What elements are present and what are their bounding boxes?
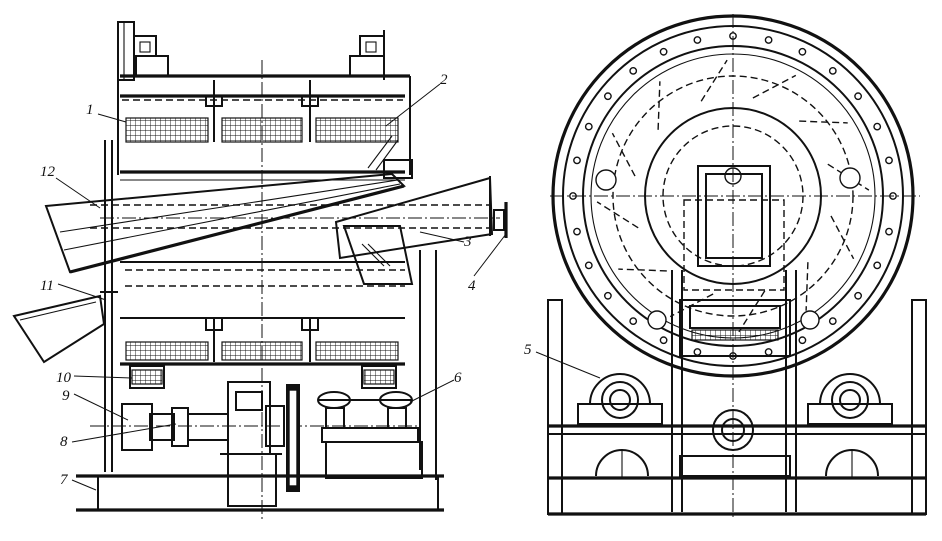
callout-8: 8 <box>60 434 68 450</box>
lifting-flight <box>830 215 855 260</box>
lifting-flight <box>611 132 636 177</box>
bolt-hole <box>584 122 593 131</box>
callout-9: 9 <box>62 388 70 404</box>
callout-leaders <box>55 83 601 491</box>
lifting-flight <box>596 201 639 229</box>
side-section-view <box>12 21 508 520</box>
callout-4: 4 <box>468 278 476 294</box>
bolt-hole <box>828 317 837 325</box>
top-bracket-right <box>349 30 385 80</box>
support-roller-right <box>361 365 397 389</box>
support-roller-left <box>129 365 165 389</box>
bolt-hole <box>573 227 581 236</box>
bolt-hole <box>584 261 593 270</box>
callout-labels: 1 2 3 4 5 6 7 8 9 10 11 12 <box>40 72 532 488</box>
callout-5: 5 <box>524 342 532 358</box>
lifting-flight <box>752 74 797 99</box>
inspection-ports <box>595 167 861 330</box>
bolt-hole <box>798 336 807 345</box>
callout-10: 10 <box>56 370 72 386</box>
central-hopper <box>679 165 791 357</box>
end-base <box>548 424 926 516</box>
motor-unit <box>317 391 423 479</box>
lifting-flight <box>799 120 848 124</box>
lifting-flight <box>618 268 667 272</box>
lifting-flight <box>738 290 766 333</box>
trunnion-roller-right <box>807 373 893 425</box>
outer-casing <box>104 74 437 480</box>
callout-12: 12 <box>40 164 56 180</box>
bolt-hole <box>629 317 638 325</box>
end-view <box>547 14 927 520</box>
discharge-tube <box>90 135 508 260</box>
bolt-hole <box>573 156 581 165</box>
bolt-hole <box>798 47 807 56</box>
bolt-hole <box>604 291 612 300</box>
drive-assembly <box>90 381 420 507</box>
lifting-flight <box>657 81 661 130</box>
lifting-flight <box>700 59 728 102</box>
callout-3: 3 <box>463 234 472 250</box>
bolt-hole <box>659 47 668 56</box>
bolt-hole <box>873 261 882 270</box>
callout-6: 6 <box>454 370 462 386</box>
callout-1: 1 <box>86 102 94 118</box>
bolt-hole <box>885 227 893 236</box>
bolt-hole <box>854 92 862 101</box>
bolt-hole <box>629 67 638 75</box>
bolt-hole <box>873 122 882 131</box>
lower-drum <box>120 261 405 366</box>
bolt-hole <box>854 291 862 300</box>
bolt-hole <box>764 36 773 44</box>
support-posts <box>547 270 927 515</box>
internal-hopper <box>342 225 414 285</box>
top-bracket-left <box>117 21 169 81</box>
lifting-flight <box>805 262 809 311</box>
callout-7: 7 <box>60 472 69 488</box>
callout-11: 11 <box>40 278 54 294</box>
callout-2: 2 <box>440 72 448 88</box>
bolt-hole <box>828 67 837 75</box>
bolt-hole <box>885 156 893 165</box>
base-frame <box>76 474 444 512</box>
bolt-hole <box>693 36 702 44</box>
inclined-feed-chute <box>44 172 406 274</box>
bolt-hole <box>693 348 702 356</box>
bolt-hole <box>764 348 773 356</box>
bolt-hole <box>659 336 668 345</box>
trunnion-roller-left <box>577 373 663 425</box>
outlet-chute <box>12 291 118 364</box>
bolt-circle <box>569 32 897 360</box>
bolt-hole <box>604 92 612 101</box>
